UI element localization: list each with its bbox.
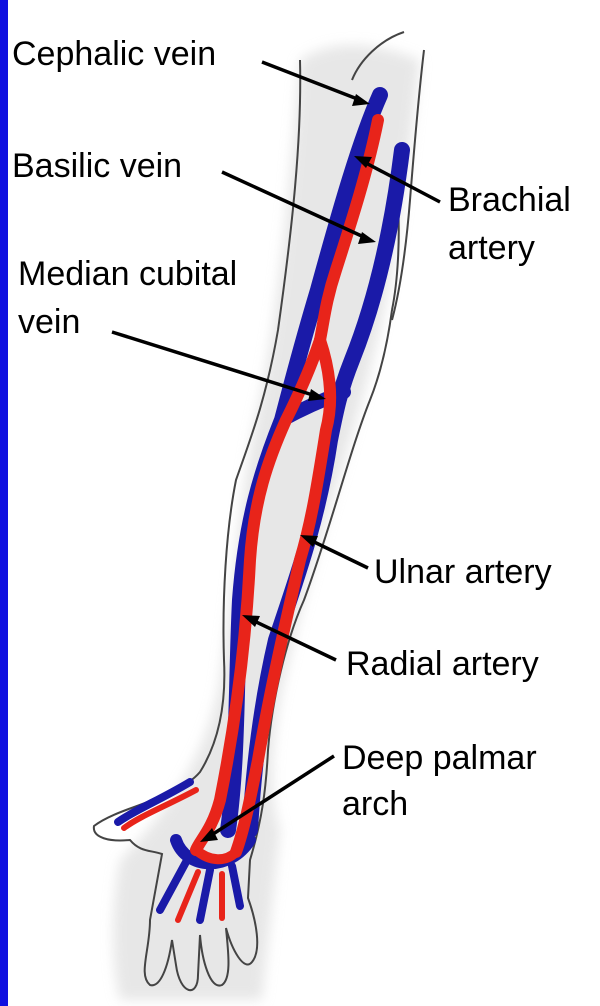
label-brachial-artery-line2: artery <box>448 228 535 268</box>
arm-shadow <box>113 45 420 1000</box>
label-radial-artery: Radial artery <box>346 644 539 684</box>
label-brachial-artery-line1: Brachial <box>448 180 571 220</box>
diagram-frame: Cephalic vein Basilic vein Brachial arte… <box>8 0 600 1006</box>
label-median-cubital-line2: vein <box>18 302 80 342</box>
label-ulnar-artery: Ulnar artery <box>374 552 552 592</box>
label-median-cubital-line1: Median cubital <box>18 254 237 294</box>
label-deep-palmar-line1: Deep palmar <box>342 738 537 778</box>
pointer-ulnar-artery <box>310 540 368 568</box>
label-basilic-vein: Basilic vein <box>12 146 182 186</box>
label-cephalic-vein: Cephalic vein <box>12 34 216 74</box>
label-deep-palmar-line2: arch <box>342 784 408 824</box>
